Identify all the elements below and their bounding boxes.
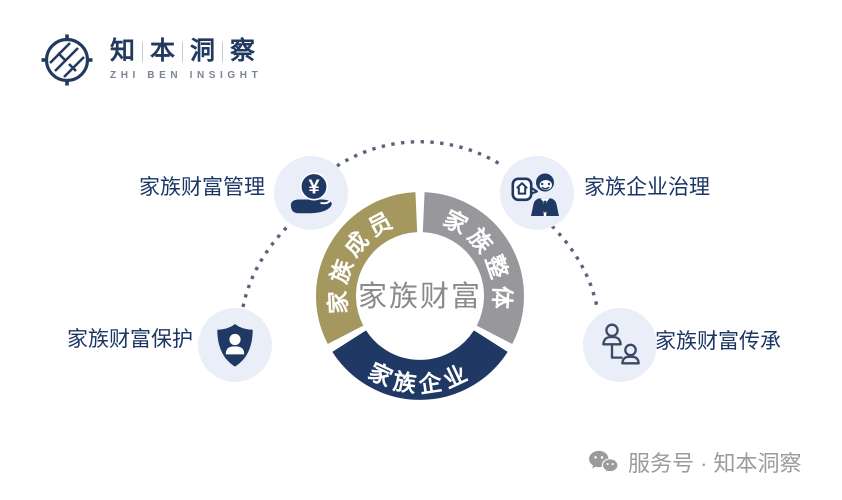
family-tree-icon — [602, 323, 640, 365]
donut-center-label: 家族财富 — [358, 280, 482, 313]
brand-logo: 知 本 洞 察 ZHI BEN INSIGHT — [38, 31, 262, 89]
node-wealth-protection — [198, 308, 272, 382]
segment-family-enterprise — [332, 329, 508, 400]
seal-tick-marks — [41, 34, 93, 86]
segment-family-members — [316, 192, 418, 345]
label-enterprise-governance: 家族企业治理 — [584, 176, 710, 199]
label-wealth-protection: 家族财富保护 — [67, 328, 193, 351]
brand-name-divider — [222, 41, 224, 62]
brand-char: 本 — [150, 37, 176, 65]
connector-right — [550, 224, 599, 308]
brand-text-block: 知 本 洞 察 ZHI BEN INSIGHT — [110, 39, 263, 82]
connector-left — [241, 224, 290, 308]
footer-service-account: 服务号 · 知本洞察 — [588, 446, 802, 478]
label-wealth-succession: 家族财富传承 — [655, 330, 781, 353]
brand-char: 洞 — [190, 37, 216, 65]
seal-pattern — [49, 42, 85, 78]
segment-family-whole — [422, 192, 524, 345]
brand-name-divider — [182, 41, 184, 62]
footer-label: 服务号 · 知本洞察 — [628, 451, 802, 476]
node-wealth-management: ¥ — [274, 156, 348, 230]
shield-person-icon — [217, 324, 253, 367]
brand-subtitle: ZHI BEN INSIGHT — [110, 70, 263, 81]
businessman-speech-icon — [511, 173, 559, 216]
connector-top — [336, 140, 504, 168]
node-wealth-succession — [583, 308, 657, 382]
wechat-icon — [589, 450, 619, 474]
brand-char: 察 — [230, 37, 256, 65]
brand-name: 知 本 洞 察 — [110, 39, 262, 64]
brand-seal-icon — [41, 34, 93, 86]
coin-in-hand-icon: ¥ — [290, 172, 332, 214]
brand-name-divider — [142, 41, 144, 62]
label-wealth-management: 家族财富管理 — [139, 176, 265, 199]
brand-char: 知 — [110, 37, 136, 65]
yen-symbol: ¥ — [308, 177, 320, 199]
node-enterprise-governance — [500, 156, 574, 230]
